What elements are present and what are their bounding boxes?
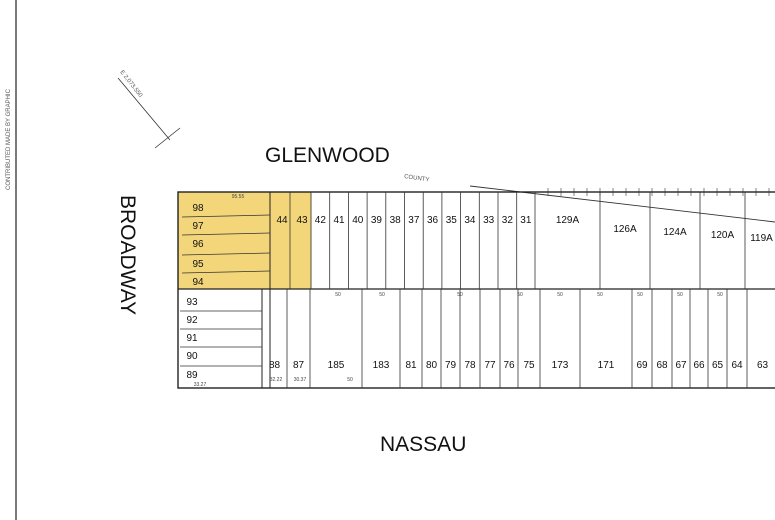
dimension-label: 50: [379, 292, 385, 298]
lot-line: [181, 252, 271, 256]
dimension-label: 33.27: [194, 382, 207, 388]
lot-number-129A: 129A: [556, 215, 580, 226]
lot-number-79: 79: [445, 360, 457, 371]
street-glenwood: GLENWOOD: [265, 144, 390, 167]
dimension-label: 95.55: [232, 194, 245, 200]
dimension-label: 50: [597, 292, 603, 298]
lot-number-90: 90: [186, 351, 198, 362]
lot-number-81: 81: [405, 360, 417, 371]
lot-number-42: 42: [315, 215, 327, 226]
lot-number-76: 76: [503, 360, 515, 371]
dimension-label: 50: [347, 377, 353, 383]
lot-number-171: 171: [598, 360, 615, 371]
lot-line: [181, 232, 271, 236]
lot-number-78: 78: [464, 360, 476, 371]
dimension-label: 50: [717, 292, 723, 298]
dimension-label: 50: [637, 292, 643, 298]
dimension-label: 50: [335, 292, 341, 298]
lot-number-91: 91: [186, 333, 198, 344]
lot-number-77: 77: [484, 360, 496, 371]
lot-number-40: 40: [352, 215, 364, 226]
lot-number-69: 69: [636, 360, 648, 371]
county-label: COUNTY: [404, 174, 430, 183]
lot-number-36: 36: [427, 215, 439, 226]
lot-number-120A: 120A: [711, 230, 735, 241]
lot-number-183: 183: [373, 360, 390, 371]
block-outline: [177, 191, 775, 389]
lot-number-44: 44: [276, 215, 288, 226]
lot-number-75: 75: [523, 360, 535, 371]
lot-number-173: 173: [552, 360, 569, 371]
lot-number-119A: 119A: [750, 233, 773, 244]
benchmark-line: [117, 77, 171, 141]
dimension-label: 32.22: [270, 377, 283, 383]
lot-number-38: 38: [390, 215, 402, 226]
lot-number-95: 95: [192, 259, 204, 270]
lot-number-92: 92: [186, 315, 198, 326]
lot-number-98: 98: [192, 203, 204, 214]
dimension-label: 50: [677, 292, 683, 298]
lot-number-67: 67: [675, 360, 687, 371]
street-broadway: BROADWAY: [116, 195, 139, 315]
lot-number-97: 97: [192, 221, 204, 232]
benchmark-label: E 2,073.550: [118, 70, 143, 100]
lot-number-96: 96: [192, 239, 204, 250]
lot-number-64: 64: [731, 360, 743, 371]
lot-number-80: 80: [426, 360, 438, 371]
lot-number-39: 39: [371, 215, 383, 226]
lot-number-87: 87: [293, 360, 305, 371]
lot-number-124A: 124A: [663, 227, 687, 238]
lot-number-31: 31: [520, 215, 532, 226]
dimension-label: 30.37: [294, 377, 307, 383]
lot-number-126A: 126A: [613, 224, 637, 235]
lot-number-66: 66: [693, 360, 705, 371]
lot-number-33: 33: [483, 215, 495, 226]
benchmark-tick: [154, 127, 181, 149]
lot-number-41: 41: [333, 215, 345, 226]
side-note: CONTRIBUTED MADE BY GRAPHIC: [6, 88, 12, 190]
lot-number-34: 34: [464, 215, 476, 226]
lot-number-93: 93: [186, 297, 198, 308]
lot-number-63: 63: [757, 360, 769, 371]
dimension-label: 50: [517, 292, 523, 298]
lot-number-37: 37: [408, 215, 420, 226]
dimension-label: 50: [557, 292, 563, 298]
lot-number-185: 185: [328, 360, 345, 371]
lot-group: 98 97 96 95 94 44 43 42 41 40 39 38 37 36 35 34 33 32 31 12…: [180, 188, 773, 388]
dimension-label: 50: [457, 292, 463, 298]
street-nassau: NASSAU: [380, 433, 466, 456]
lot-number-89: 89: [186, 370, 198, 381]
lot-line: [181, 270, 271, 274]
lot-number-43: 43: [296, 215, 308, 226]
lot-number-65: 65: [712, 360, 724, 371]
lot-number-88: 88: [269, 360, 281, 371]
lot-number-32: 32: [502, 215, 514, 226]
lot-number-68: 68: [656, 360, 668, 371]
lot-number-94: 94: [192, 277, 204, 288]
lot-line: [181, 214, 271, 218]
lot-number-35: 35: [446, 215, 458, 226]
